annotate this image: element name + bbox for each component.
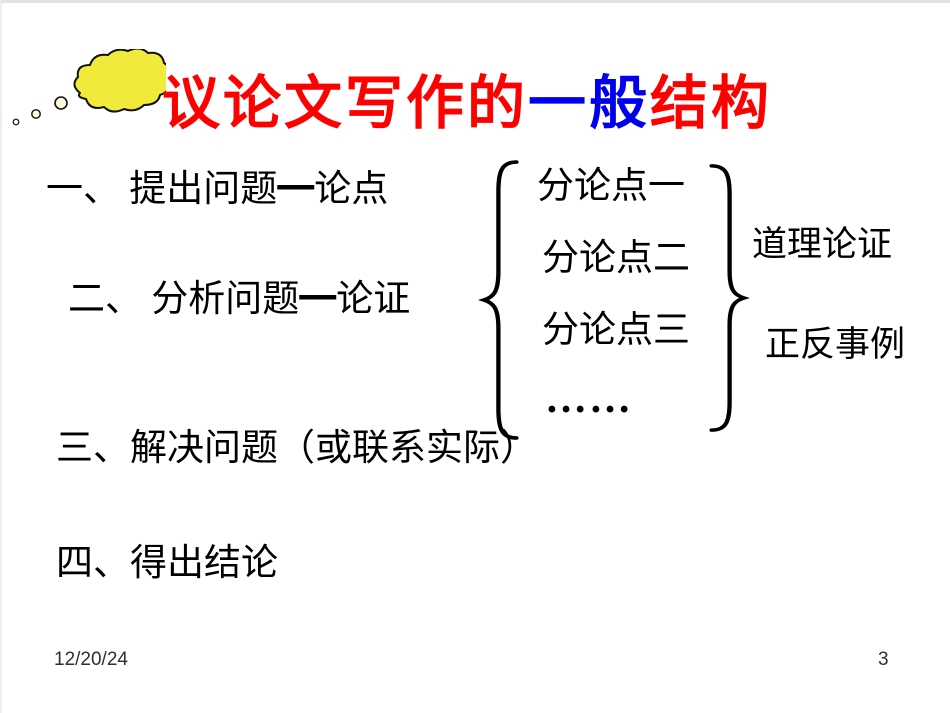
bubble-dot-small	[12, 118, 20, 126]
title-segment-blue: 一般	[528, 71, 651, 136]
title-segment-red-2: 结构	[650, 71, 773, 136]
outline-item-4: 四、得出结论	[56, 543, 278, 584]
sub-point-1: 分论点一	[537, 166, 685, 207]
branch-note-examples: 正反事例	[765, 325, 906, 364]
curly-brace-left-icon	[478, 160, 519, 440]
title-segment-red-1: 议论文写作的	[162, 71, 529, 136]
outline-item-1: 一、 提出问题━论点	[46, 169, 389, 210]
outline-item-2: 二、 分析问题━论证	[68, 279, 411, 320]
sub-point-3: 分论点三	[542, 310, 690, 351]
slide-title: 议论文写作的一般结构	[162, 71, 772, 138]
bubble-dot-large	[54, 96, 68, 110]
curly-brace-right-icon	[709, 164, 750, 432]
sub-point-2: 分论点二	[542, 238, 690, 279]
sub-point-ellipsis: ……	[545, 376, 633, 422]
thought-cloud-icon	[12, 49, 166, 126]
bubble-dot-medium	[31, 109, 41, 119]
outline-item-3: 三、解决问题（或联系实际）	[56, 428, 537, 469]
slide-date: 12/20/24	[54, 649, 128, 670]
branch-note-reasoning: 道理论证	[752, 225, 893, 264]
slide-page-number: 3	[878, 649, 889, 670]
